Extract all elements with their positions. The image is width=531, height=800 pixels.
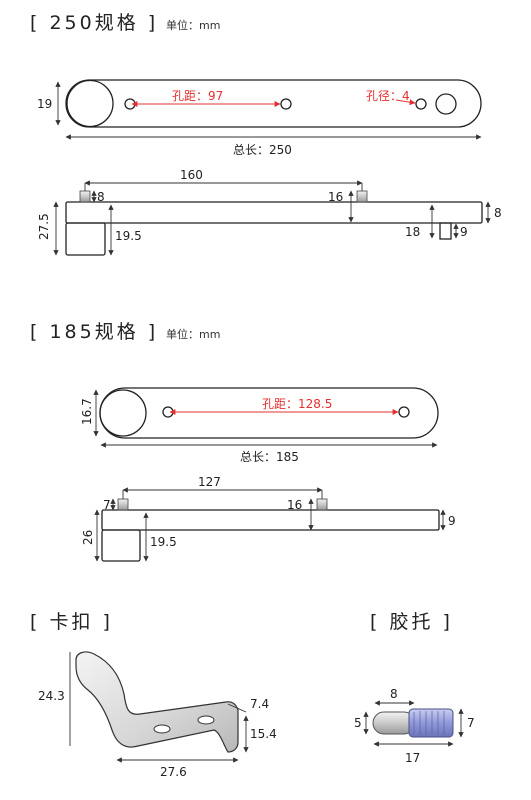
rubber-right-dia-label: 7: [467, 716, 475, 730]
clip-height-label: 24.3: [38, 689, 65, 703]
spec185-left-roller: [99, 389, 147, 437]
spec185-side-hook: [101, 529, 141, 562]
spec250-side-view: 160 8 16 8 27.5 19.5 18 9: [37, 168, 502, 256]
clip-hole-2: [197, 715, 215, 725]
spec185-side-view: 127 7 16 9 26 19.5: [81, 475, 456, 562]
spec185-height-label: 16.7: [80, 398, 94, 425]
spec185-right-pin-label: 16: [287, 498, 302, 512]
spec250-height-label: 19: [37, 97, 52, 111]
spec250-left-pin: [79, 190, 91, 203]
spec185-right-pin: [316, 498, 328, 511]
spec250-total-length-label: 总长：250: [233, 143, 292, 157]
spec185-unit: 单位：mm: [166, 328, 221, 341]
spec250-side-hook: [65, 222, 106, 256]
spec250-hole-3: [415, 98, 427, 110]
spec250-top-view: 19 孔距：97 孔径：4 总长：250: [37, 79, 482, 157]
spec250-end-tab: [439, 222, 452, 240]
clip-tab-dim: [227, 703, 247, 713]
spec250-right-pin-label: 16: [328, 190, 343, 204]
spec185-top-view: 16.7 孔距：128.5 总长：185: [80, 387, 439, 464]
spec185-left-pin-label: 7: [103, 498, 111, 512]
spec250-bar-outline: [65, 79, 482, 128]
spec250-hole-diameter-label: 孔径：4: [366, 89, 410, 103]
spec185-side-bar: [101, 509, 440, 531]
spec250-span-label: 160: [180, 168, 203, 182]
rubber-title: [ 胶托 ]: [370, 611, 453, 633]
spec250-side-bar: [65, 201, 483, 224]
spec250-end-offset-label: 18: [405, 225, 420, 239]
spec250-end-ring: [435, 93, 457, 115]
spec185-thickness-label: 9: [448, 514, 456, 528]
spec185-hole-2: [398, 406, 410, 418]
spec185-title: [ 185规格 ]: [30, 321, 159, 343]
spec250-thickness-label: 8: [494, 206, 502, 220]
clip-width-label: 27.6: [160, 765, 187, 779]
spec185-hook-height-label: 26: [81, 530, 95, 545]
spec185-bar-outline: [99, 387, 439, 439]
rubber-left-dia-label: 5: [354, 716, 362, 730]
rubber-pad-blue-body: [408, 708, 454, 738]
spec185-total-length-label: 总长：185: [240, 450, 299, 464]
spec250-hole-diameter-arrow: [395, 99, 416, 106]
spec185-span-label: 127: [198, 475, 221, 489]
spec185-hole-pitch-label: 孔距：128.5: [262, 397, 332, 411]
spec250-hook-height-label: 27.5: [37, 213, 51, 240]
spec250-hole-2: [280, 98, 292, 110]
clip-tab-label: 7.4: [250, 697, 269, 711]
rubber-cap-label: 8: [390, 687, 398, 701]
spec250-title: [ 250规格 ]: [30, 12, 159, 34]
spec250-unit: 单位：mm: [166, 19, 221, 32]
spec250-left-pin-label: 8: [97, 190, 105, 204]
spec250-end-tab-label: 9: [460, 225, 468, 239]
clip-title: [ 卡扣 ]: [30, 611, 113, 633]
spec250-hole-pitch-label: 孔距：97: [172, 89, 223, 103]
spec185-hook-drop-label: 19.5: [150, 535, 177, 549]
clip-drop-label: 15.4: [250, 727, 277, 741]
clip-drawing: 24.3 27.6 7.4 15.4: [38, 651, 277, 779]
rubber-length-label: 17: [405, 751, 420, 765]
rubber-pad-drawing: 8 5 7 17: [354, 687, 475, 765]
spec250-right-pin: [356, 190, 368, 203]
spec250-left-roller: [66, 79, 114, 128]
clip-hole-1: [153, 724, 171, 734]
spec185-left-pin: [117, 498, 129, 511]
spec250-hook-drop-label: 19.5: [115, 229, 142, 243]
clip-body: [75, 651, 239, 753]
